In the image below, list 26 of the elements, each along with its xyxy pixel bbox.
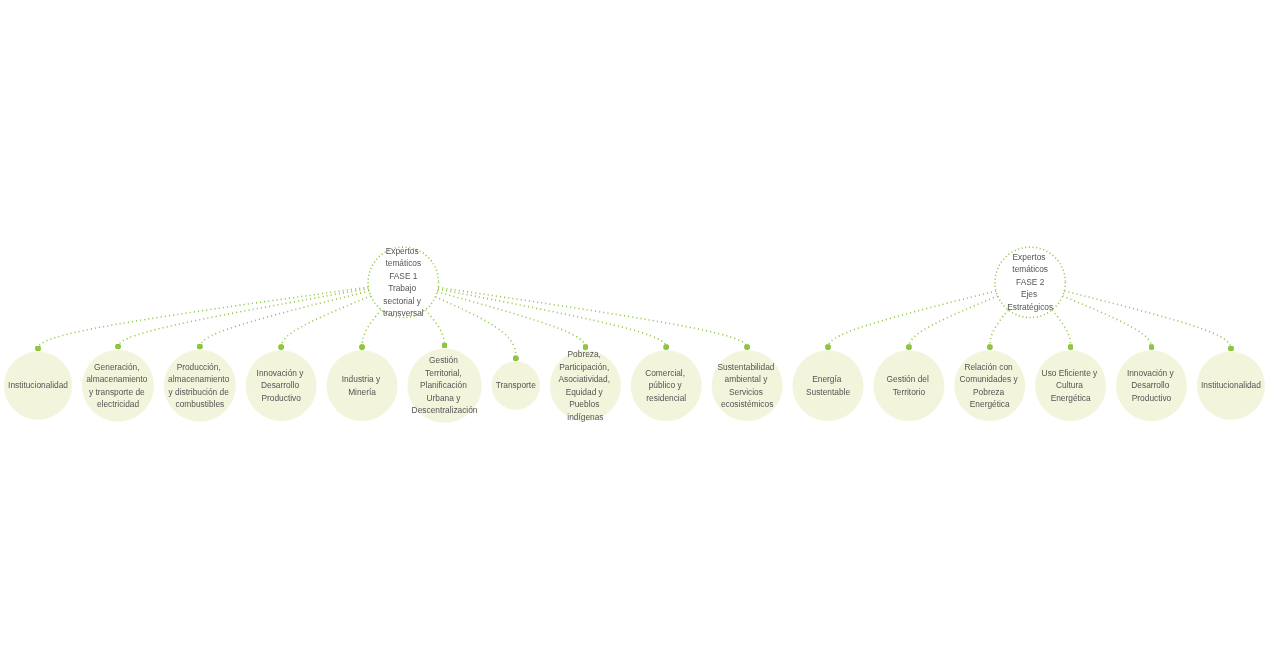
node-circle: Producción, almacenamiento y distribución de combustibles	[163, 349, 236, 422]
node-circle: Pobreza, Participación, Asociatividad, Equidad y Pueblos indígenas	[549, 350, 621, 422]
node-circle: Innovación y Desarrollo Productivo	[1116, 350, 1187, 422]
node-circle: Institucionalidad	[3, 351, 73, 420]
node-circle: Expertos temáticos FASE 1 Trabajo sectorial y transversal	[367, 246, 440, 319]
connector	[114, 287, 370, 351]
node-circle: Gestión del Territorio	[873, 350, 945, 422]
node-circle: Sustentabilidad ambiental y Servicios ecosistémicos	[711, 350, 783, 422]
node-circle: Institucionalidad	[1196, 351, 1266, 420]
connector	[986, 309, 1010, 352]
node-circle: Uso Eficiente y Cultura Energética	[1035, 350, 1107, 422]
node-circle: Generación, almacenamiento y transporte de electricidad	[82, 349, 154, 422]
node-circle: Gestión Territorial, Planificación Urbana y Descentralización	[407, 348, 482, 423]
connector	[196, 290, 370, 351]
connector	[824, 290, 997, 352]
node-circle: Comercial, público y residencial	[630, 350, 702, 422]
connector	[34, 286, 370, 353]
node-circle: Industria y Minería	[326, 350, 398, 422]
node-circle: Innovación y Desarrollo Productivo	[245, 350, 317, 422]
node-circle: Transporte	[491, 361, 540, 410]
connector	[1063, 290, 1235, 353]
node-circle: Relación con Comunidades y Pobreza Energética	[954, 350, 1026, 422]
node-circle: Energía Sustentable	[792, 350, 864, 422]
connector	[1051, 309, 1074, 352]
connector	[1061, 295, 1155, 352]
node-circle: Expertos temáticos FASE 2 Ejes Estratégicos	[994, 246, 1067, 319]
